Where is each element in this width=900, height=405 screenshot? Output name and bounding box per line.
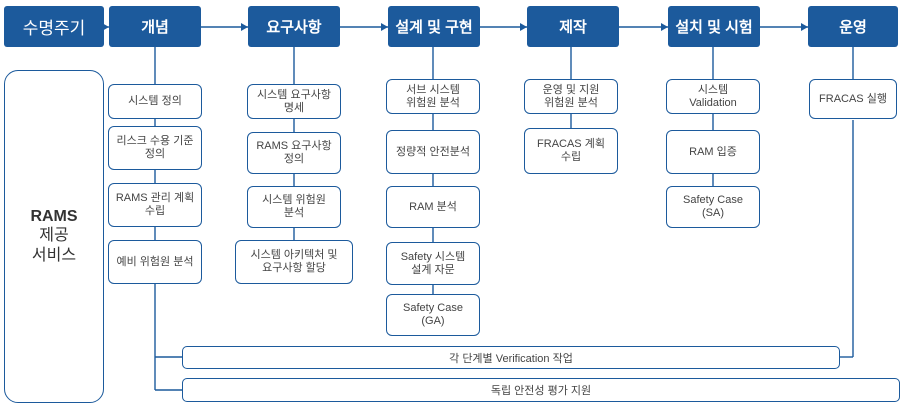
- task-box-3-5: Safety Case (GA): [386, 294, 480, 336]
- phase-header-6: 운영: [808, 6, 898, 47]
- task-box-3-1: 서브 시스템 위험원 분석: [386, 79, 480, 114]
- task-box-4-1: 운영 및 지원 위험원 분석: [524, 79, 618, 114]
- task-box-1-2: 리스크 수용 기준 정의: [108, 126, 202, 170]
- task-box-1-3: RAMS 관리 계획 수립: [108, 183, 202, 227]
- arrowhead-phase-5: [801, 23, 808, 31]
- arrowhead-phase-4: [661, 23, 668, 31]
- task-box-3-4: Safety 시스템 설계 자문: [386, 242, 480, 285]
- rams-service-label: RAMS 제공 서비스: [4, 70, 104, 403]
- task-box-2-3: 시스템 위험원 분석: [247, 186, 341, 228]
- arrowhead-phase-2: [381, 23, 388, 31]
- phase-header-4: 제작: [527, 6, 619, 47]
- service-label-line2: 제공: [39, 226, 69, 244]
- phase-header-5: 설치 및 시험: [668, 6, 760, 47]
- task-box-4-2: FRACAS 계획 수립: [524, 128, 618, 174]
- task-box-5-1: 시스템 Validation: [666, 79, 760, 114]
- task-box-3-2: 정량적 안전분석: [386, 130, 480, 174]
- arrowhead-phase-3: [520, 23, 527, 31]
- verification-bar: 각 단계별 Verification 작업: [182, 346, 840, 369]
- phase-header-2: 요구사항: [248, 6, 340, 47]
- phase-header-3: 설계 및 구현: [388, 6, 480, 47]
- independent-safety-bar: 독립 안전성 평가 지원: [182, 378, 900, 402]
- task-box-2-1: 시스템 요구사항 명세: [247, 84, 341, 119]
- service-label-line1: RAMS: [30, 207, 78, 225]
- task-box-6-1: FRACAS 실행: [809, 79, 897, 119]
- lifecycle-header: 수명주기: [4, 6, 104, 47]
- service-label-line3: 서비스: [31, 246, 77, 264]
- task-box-2-4: 시스템 아키텍처 및 요구사항 할당: [235, 240, 353, 284]
- task-box-1-4: 예비 위험원 분석: [108, 240, 202, 284]
- task-box-3-3: RAM 분석: [386, 186, 480, 228]
- task-box-2-2: RAMS 요구사항 정의: [247, 132, 341, 174]
- phase-header-1: 개념: [109, 6, 201, 47]
- task-box-5-3: Safety Case (SA): [666, 186, 760, 228]
- task-box-5-2: RAM 입증: [666, 130, 760, 174]
- arrowhead-phase-1: [241, 23, 248, 31]
- task-box-1-1: 시스템 정의: [108, 84, 202, 119]
